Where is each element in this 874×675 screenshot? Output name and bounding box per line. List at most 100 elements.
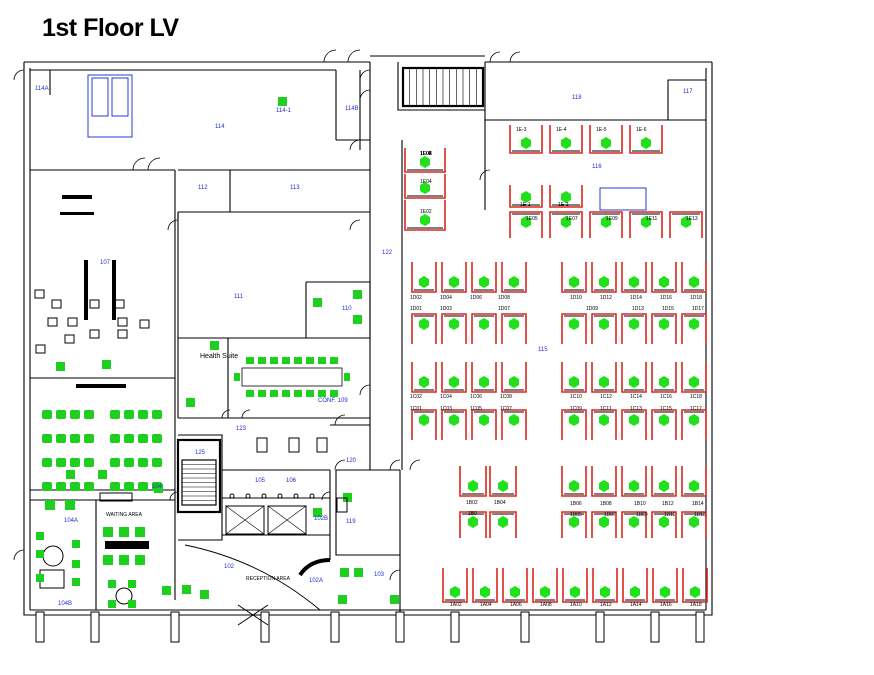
cubicle-partition xyxy=(509,125,543,154)
cubicle-partition xyxy=(561,466,587,497)
conference-chair xyxy=(282,390,290,397)
conference-chair xyxy=(294,357,302,364)
cubicle-partition xyxy=(561,409,587,440)
chair xyxy=(313,508,322,517)
door-swing xyxy=(489,51,501,63)
door-swing xyxy=(167,219,179,231)
wall-segment xyxy=(484,62,706,121)
office-chair xyxy=(420,214,430,226)
training-chair xyxy=(110,458,120,467)
waiting-table xyxy=(105,541,149,549)
office-chair xyxy=(479,414,489,426)
office-chair xyxy=(629,276,639,288)
equipment xyxy=(117,317,128,327)
desk-label: 1C10 xyxy=(570,394,582,400)
room-label-reception: RECEPTION AREA xyxy=(246,576,291,582)
office-chair xyxy=(659,516,669,528)
desk-label: 1D18 xyxy=(690,295,702,301)
conference-chair xyxy=(306,390,314,397)
cabinet xyxy=(87,74,133,138)
entrance-door xyxy=(237,604,269,626)
cubicle-partition xyxy=(501,262,527,293)
desk-label: 1C07 xyxy=(500,406,512,412)
office-chair xyxy=(599,516,609,528)
waiting-chair xyxy=(128,580,136,588)
cubicle-partition xyxy=(404,200,446,231)
reception-desk xyxy=(298,558,331,577)
office-chair xyxy=(569,376,579,388)
training-chair xyxy=(124,410,134,419)
room-label-123: 123 xyxy=(236,426,247,432)
office-chair xyxy=(561,216,571,228)
cubicle-partition xyxy=(621,511,647,538)
office-chair xyxy=(510,586,520,598)
workstations xyxy=(404,125,708,603)
conference-chair xyxy=(344,373,350,381)
desk-label: 1C13 xyxy=(630,406,642,412)
cubicle-partition xyxy=(489,511,517,538)
training-chair xyxy=(138,434,148,443)
cubicle-partition xyxy=(651,362,677,393)
desk-label: 1B11 xyxy=(664,512,676,518)
office-chair xyxy=(509,414,519,426)
desk-label: 1C05 xyxy=(470,406,482,412)
chair xyxy=(338,595,347,604)
waiting-chair xyxy=(119,527,129,537)
conference-chair xyxy=(234,373,240,381)
office-chair xyxy=(509,376,519,388)
training-chair xyxy=(110,482,120,491)
desk-label: 1C04 xyxy=(440,394,452,400)
room-label-conf: CONF. 109 xyxy=(318,398,348,404)
cubicle-partition xyxy=(501,362,527,393)
cubicle-partition xyxy=(629,125,663,154)
equipment-bench xyxy=(112,260,116,320)
cubicle-partition xyxy=(651,262,677,293)
desk-label: 1C11 xyxy=(600,406,612,412)
cubicle-partition xyxy=(562,568,588,603)
cubicle-partition xyxy=(622,568,648,603)
wall-segment xyxy=(397,62,485,111)
cubicle-partition xyxy=(621,362,647,393)
office-chair xyxy=(659,318,669,330)
chair xyxy=(65,500,75,510)
chair xyxy=(186,398,195,407)
desk-label: 1A04 xyxy=(480,602,492,608)
room-label-120: 120 xyxy=(346,458,357,464)
training-chair xyxy=(84,410,94,419)
cubicle-partition xyxy=(621,409,647,440)
desk-label: 1E05 xyxy=(526,216,538,222)
desk-label: 1C03 xyxy=(440,406,452,412)
conference-chair xyxy=(330,357,338,364)
sink xyxy=(309,493,315,499)
chair xyxy=(353,315,362,324)
office-chair xyxy=(479,318,489,330)
cubicle-partition xyxy=(441,313,467,344)
column xyxy=(330,611,340,643)
desk-label: 1A10 xyxy=(570,602,582,608)
cubicle-partition xyxy=(652,568,678,603)
office-chair xyxy=(498,516,508,528)
chair xyxy=(98,470,107,479)
office-chair xyxy=(599,276,609,288)
office-chair xyxy=(561,191,571,203)
cubicle-partition xyxy=(411,313,437,344)
chair xyxy=(36,550,44,558)
office-chair xyxy=(521,191,531,203)
desk-label: 1B05 xyxy=(570,512,582,518)
cubicle-partition xyxy=(501,409,527,440)
chair xyxy=(210,341,219,350)
column xyxy=(595,611,605,643)
desk xyxy=(99,492,133,502)
cubicle-partition xyxy=(471,362,497,393)
desk-label: 1E13 xyxy=(686,216,698,222)
room-label-105: 105 xyxy=(255,478,266,484)
room-label-116: 116 xyxy=(592,164,602,170)
door-swing xyxy=(321,491,331,501)
desk-label: 1C08 xyxy=(500,394,512,400)
wall-segment xyxy=(335,470,401,615)
door-swing xyxy=(347,49,361,63)
room-label-125: 125 xyxy=(195,450,206,456)
office-chair xyxy=(569,480,579,492)
desk-label: 1A14 xyxy=(630,602,642,608)
